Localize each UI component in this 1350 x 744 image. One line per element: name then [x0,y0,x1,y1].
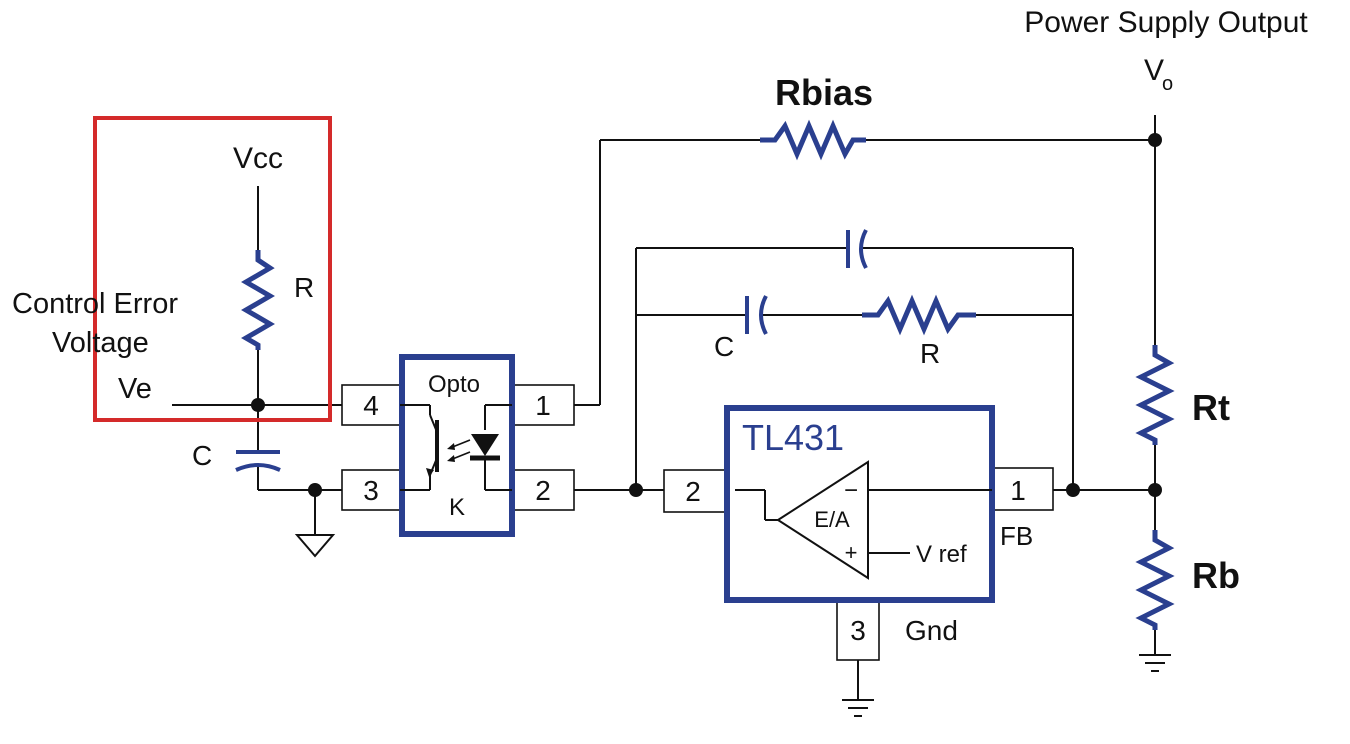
led-icon [470,434,500,470]
pin-label-opto-1: 1 [535,390,551,421]
label-opto: Opto [428,371,480,398]
resistor-rbias [760,119,866,161]
pin-label-tl431-3: 3 [850,615,866,646]
junction-vo [1148,133,1162,147]
capacitor-top [846,229,868,269]
junction-fb [1066,483,1080,497]
capacitor-c-mid [745,295,768,335]
junction-pin2 [629,483,643,497]
label-r-left: R [294,272,314,303]
label-vcc: Vcc [233,142,283,175]
label-tl431: TL431 [742,417,844,458]
label-rbias: Rbias [775,72,873,113]
highlight-box [93,116,332,422]
ground-symbol-tl431 [842,699,874,717]
label-power-supply-output: Power Supply Output [1024,6,1308,39]
label-gnd: Gnd [905,615,958,646]
label-ea: E/A [814,507,850,532]
label-rt: Rt [1192,387,1230,428]
junction-gnd [308,483,322,497]
opto-pin-4 [341,384,401,426]
label-control-error-1: Control Error [12,288,178,320]
pin-label-tl431-1: 1 [1010,475,1026,506]
label-plus: + [845,540,858,565]
label-fb: FB [1000,521,1033,551]
label-vref: V ref [916,541,967,568]
junction-ve [251,398,265,412]
label-r-mid: R [920,338,940,369]
wires [172,115,1156,700]
label-minus: − [844,477,858,504]
resistor-rt [1135,345,1175,445]
label-rb: Rb [1192,555,1240,596]
pin-label-opto-2: 2 [535,475,551,506]
label-control-error-2: Voltage [52,327,149,359]
resistor-r-mid [862,294,976,336]
resistor-r-left [241,250,275,350]
junctions [251,133,1162,497]
tl431 [663,405,1054,661]
label-c-left: C [192,440,212,471]
label-c-mid: C [714,331,734,362]
label-vo: V [1144,54,1164,87]
phototransistor-icon [426,405,439,490]
opto-body [399,354,515,537]
error-amplifier-icon [776,460,869,580]
label-vo-sub: o [1162,73,1173,95]
pin-label-opto-3: 3 [363,475,379,506]
light-arrows-icon [447,439,471,462]
label-k: K [449,494,465,521]
optocoupler [341,354,575,537]
ground-symbol-rb [1139,654,1171,672]
label-ve: Ve [118,373,152,405]
resistor-rb [1135,530,1175,630]
pin-label-tl431-2: 2 [685,476,701,507]
opto-pin-2 [511,469,575,511]
junction-divider [1148,483,1162,497]
tl431-pin-1 [991,467,1054,511]
pin-label-opto-4: 4 [363,390,379,421]
ground-symbol-left [294,534,336,558]
tl431-pin-2 [663,469,736,513]
capacitor-c-left [235,450,281,472]
